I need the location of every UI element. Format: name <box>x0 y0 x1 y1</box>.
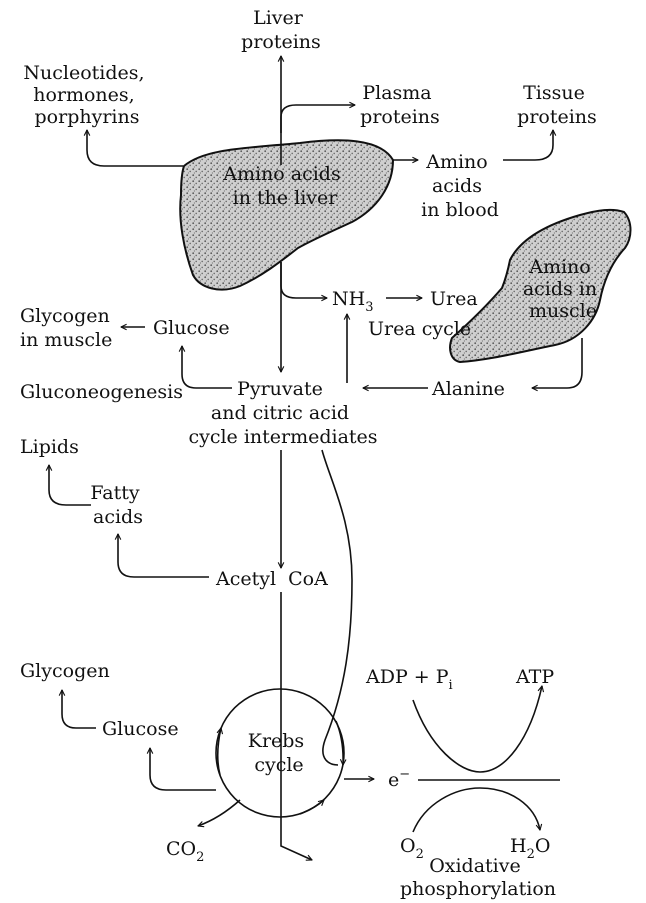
acetyl-coa-label: Acetyl CoA <box>215 568 328 590</box>
atp-label: ATP <box>515 666 554 688</box>
arrow-to-plasma-proteins <box>281 105 355 133</box>
arrow-intermediates-to-krebs <box>322 450 352 765</box>
o2-to-h2o-curve <box>413 788 540 832</box>
glucose-bottom-label: Glucose <box>102 718 179 740</box>
arrow-to-nucleotides <box>87 130 183 166</box>
arrow-fatty-acids-to-lipids <box>49 465 91 505</box>
lipids-label: Lipids <box>20 436 79 458</box>
arrow-krebs-to-co2 <box>198 800 240 826</box>
fatty-acids-label: Fatty acids <box>90 482 145 528</box>
co2-label: CO2 <box>166 838 204 865</box>
electron-label: e− <box>388 767 410 791</box>
arrow-liver-to-nh3 <box>281 262 327 298</box>
alanine-label: Alanine <box>431 378 505 400</box>
liver-proteins-label: Liver proteins <box>241 7 321 53</box>
glucose-top-label: Glucose <box>153 317 230 339</box>
glycogen-bottom-label: Glycogen <box>20 660 110 682</box>
adp-pi-label: ADP + Pi <box>365 666 453 693</box>
arrow-glucose-to-glycogen-bottom <box>62 690 96 728</box>
arrow-acetylcoa-to-krebs <box>281 592 312 860</box>
nucleotides-label: Nucleotides, hormones, porphyrins <box>23 62 150 128</box>
krebs-arc-arrow-bottom <box>300 800 324 814</box>
arrow-krebs-to-glucose <box>150 748 216 790</box>
gluconeogenesis-label: Gluconeogenesis <box>20 381 183 403</box>
tissue-proteins-label: Tissue proteins <box>517 82 597 128</box>
krebs-cycle-label: Krebs cycle <box>248 730 310 776</box>
arrow-pyruvate-to-glucose <box>182 346 232 388</box>
glycogen-muscle-label: Glycogen in muscle <box>20 305 116 351</box>
urea-label: Urea <box>430 288 478 310</box>
nh3-label: NH3 <box>332 288 373 315</box>
arrow-to-tissue-proteins <box>503 130 553 160</box>
o2-label: O2 <box>400 835 424 862</box>
krebs-cycle-circle <box>216 689 344 817</box>
arrow-acetylcoa-to-fatty-acids <box>118 534 209 577</box>
amino-muscle-label: Amino acids in muscle <box>523 256 603 322</box>
urea-cycle-label: Urea cycle <box>368 318 471 340</box>
plasma-proteins-label: Plasma proteins <box>360 82 440 128</box>
amino-blood-label: Amino acids in blood <box>421 151 499 221</box>
adp-to-atp-curve <box>413 686 542 772</box>
